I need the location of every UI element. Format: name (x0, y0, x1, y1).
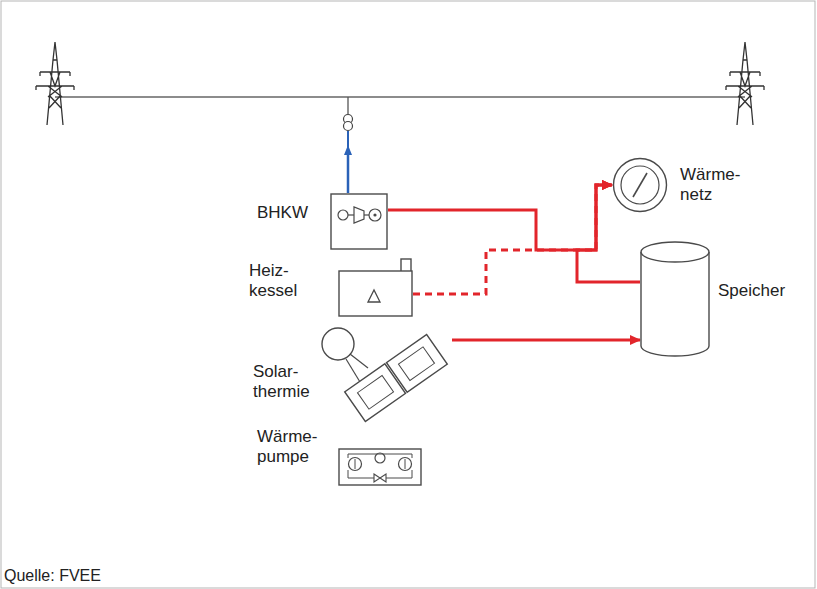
svg-path (354, 207, 364, 223)
boiler-symbol (338, 258, 413, 317)
node-label: Wärme- pumpe (257, 427, 317, 468)
svg-line (350, 354, 368, 368)
svg-circle (349, 458, 362, 471)
heat-pipe (388, 185, 612, 250)
svg-line (633, 173, 647, 197)
heat-pump-symbol (338, 448, 422, 486)
svg-rect (339, 271, 412, 316)
svg-line (347, 97, 348, 114)
svg-rect (357, 376, 393, 410)
svg-circle (373, 213, 376, 216)
chp-unit: BHKW (257, 193, 388, 250)
svg-circle (338, 210, 348, 220)
node-label: Speicher (718, 281, 785, 301)
svg-line (347, 150, 350, 193)
solar-thermal: Solar- thermie (253, 322, 452, 422)
heat-pump: Wärme- pumpe (257, 427, 422, 487)
solar-thermal-symbol (316, 322, 452, 422)
svg-path (374, 474, 386, 482)
svg-circle (399, 458, 412, 471)
power-line (55, 96, 745, 98)
node-label: BHKW (257, 203, 308, 223)
svg-rect (398, 347, 434, 381)
svg-rect (339, 449, 421, 485)
svg-rect (331, 194, 387, 249)
heat-pipe (452, 339, 640, 342)
source-note: Quelle: FVEE (4, 566, 101, 585)
svg-path (36, 72, 74, 90)
svg-line (346, 359, 360, 382)
svg-circle (322, 328, 354, 360)
chp-unit-symbol (330, 193, 388, 250)
svg-path (726, 72, 764, 90)
boiler: Heiz- kessel (249, 258, 413, 317)
svg-path (368, 290, 380, 302)
svg-path (348, 454, 412, 478)
svg-circle (621, 166, 659, 204)
svg-rect (401, 259, 411, 272)
svg-path (641, 252, 709, 356)
heat-network: Wärme- netz (612, 157, 741, 213)
svg-line (355, 459, 356, 469)
svg-circle (614, 159, 667, 212)
svg-circle (344, 122, 353, 131)
dashed-heat-pipe (413, 185, 612, 294)
svg-rect (386, 335, 447, 393)
pylon-right (726, 42, 764, 125)
svg-path (36, 42, 74, 125)
svg-line (348, 214, 354, 215)
node-label: Solar- thermie (253, 362, 310, 403)
storage-tank-symbol (640, 240, 710, 358)
storage-tank: Speicher (640, 240, 786, 358)
svg-line (347, 131, 349, 148)
svg-ellipse (641, 242, 709, 262)
svg-circle (369, 209, 381, 221)
heat-network-symbol (612, 157, 668, 213)
svg-line (364, 214, 369, 215)
svg-path (726, 42, 764, 125)
svg-line (405, 459, 406, 469)
node-label: Heiz- kessel (249, 261, 297, 302)
grid-feed-in (344, 97, 353, 193)
svg-g (345, 335, 448, 422)
pylon-left (36, 42, 74, 125)
node-label: Wärme- netz (680, 165, 740, 206)
